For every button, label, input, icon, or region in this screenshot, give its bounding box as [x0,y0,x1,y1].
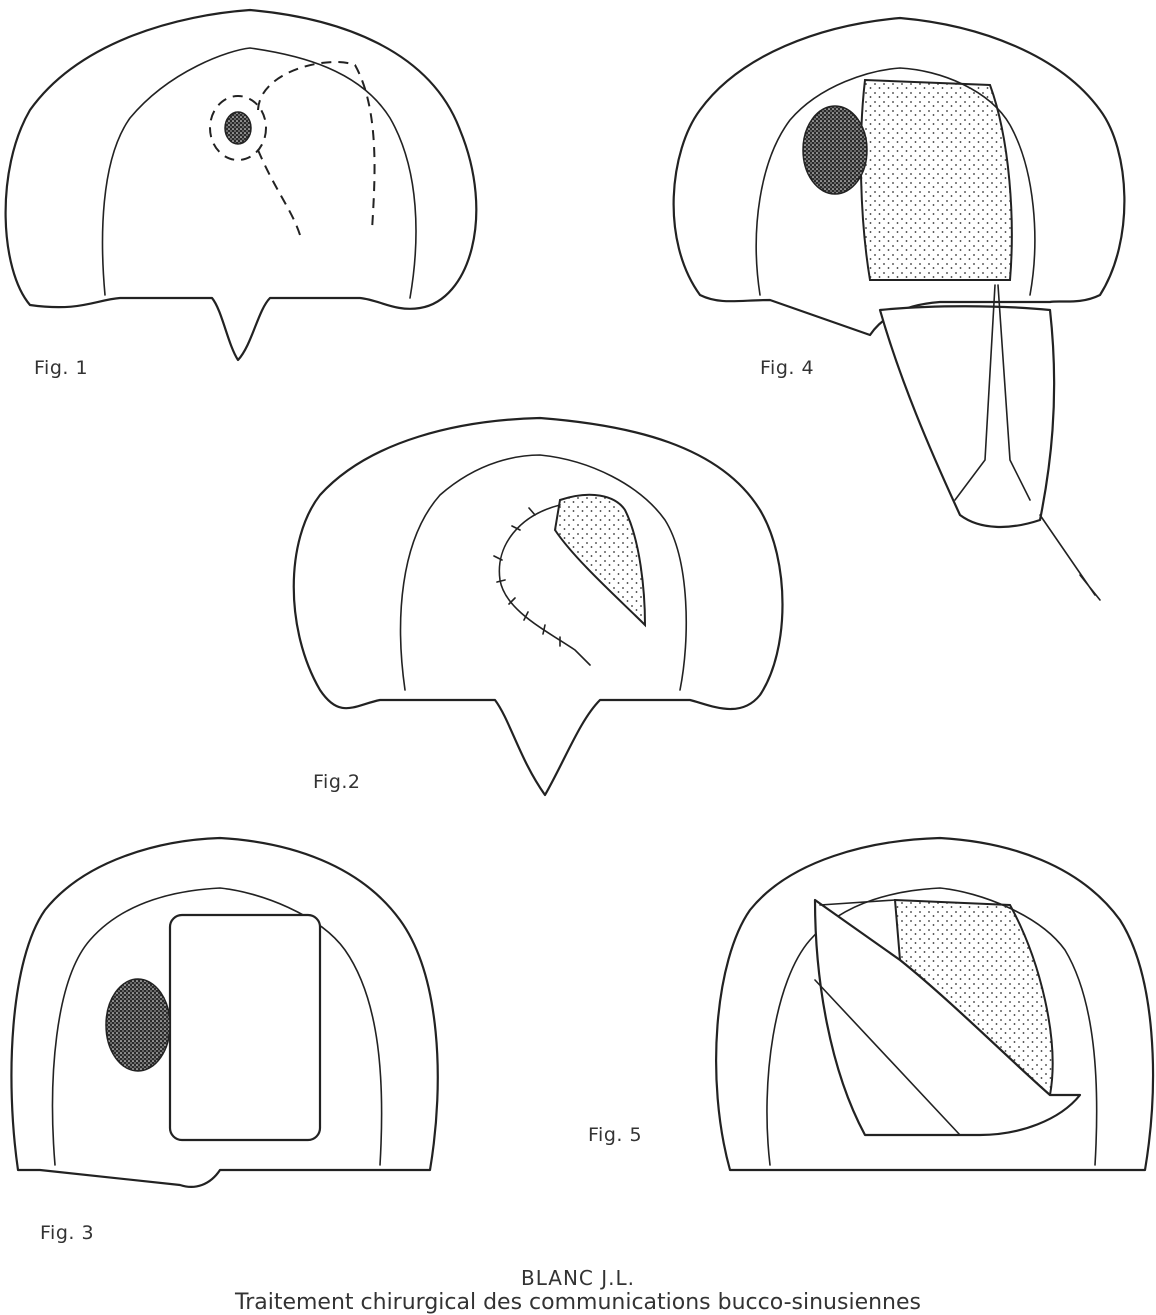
figure-2-label: Fig.2 [313,771,361,793]
figure-3-drawing [11,838,437,1187]
figure-1-label: Fig. 1 [34,357,88,379]
figure-4-label: Fig. 4 [760,357,814,379]
figure-3-label: Fig. 3 [40,1222,94,1244]
figure-5-drawing [716,838,1153,1170]
figure-2-drawing [294,418,783,795]
figure-1-drawing [6,10,477,360]
figure-5-label: Fig. 5 [588,1124,642,1146]
caption-author: BLANC J.L. [0,1266,1156,1290]
caption-title: Traitement chirurgical des communication… [0,1290,1156,1315]
